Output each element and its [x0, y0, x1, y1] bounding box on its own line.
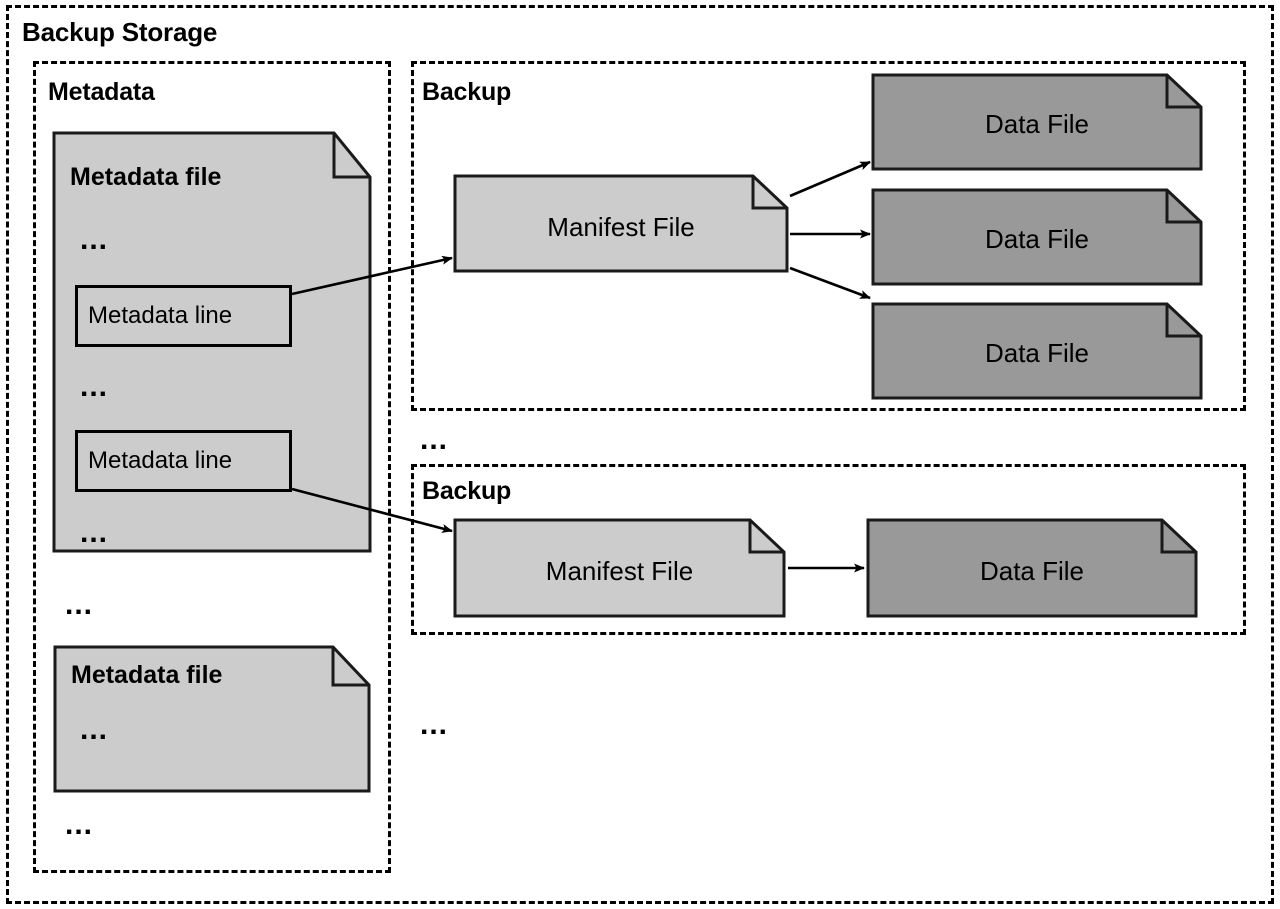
data-file-1-2: Data File	[871, 188, 1203, 286]
backup-storage-container	[6, 5, 1274, 904]
metadata-container	[33, 61, 391, 873]
metadata-section-title: Metadata	[48, 78, 155, 106]
metadata-files-separator-ellipsis: ...	[65, 588, 94, 621]
data-file-1-1: Data File	[871, 73, 1203, 171]
backup-section-2-title: Backup	[422, 477, 512, 505]
manifest-file-1-label: Manifest File	[547, 212, 695, 242]
manifest-file-1: Manifest File	[453, 174, 789, 273]
metadata-line-1[interactable]: Metadata line	[75, 285, 292, 347]
metadata-file-2: Metadata file ...	[53, 645, 371, 793]
data-file-1-1-shape	[871, 73, 1203, 171]
metadata-file-1-ellipsis-1: ...	[80, 223, 109, 256]
metadata-line-2[interactable]: Metadata line	[75, 430, 292, 492]
metadata-trailing-ellipsis: ...	[65, 808, 94, 841]
data-file-1-1-label: Data File	[984, 109, 1090, 139]
backup-section-1-title: Backup	[422, 78, 512, 106]
metadata-file-2-title: Metadata file	[71, 661, 223, 689]
manifest-file-2: Manifest File	[453, 518, 786, 618]
data-file-1-3-label: Data File	[984, 338, 1090, 368]
backup-container-2	[411, 464, 1246, 635]
backup-container-1	[411, 61, 1246, 411]
metadata-file-1-ellipsis-3: ...	[80, 516, 109, 549]
backup-trailing-ellipsis: ...	[420, 708, 449, 741]
metadata-line-2-label: Metadata line	[88, 447, 233, 474]
data-file-2-1: Data File	[866, 518, 1198, 618]
backup-sections-separator-ellipsis: ...	[420, 423, 449, 456]
manifest-file-2-label: Manifest File	[545, 556, 694, 586]
data-file-1-2-label: Data File	[984, 224, 1090, 254]
metadata-line-1-label: Metadata line	[88, 302, 233, 329]
metadata-file-1-title: Metadata file	[70, 163, 222, 191]
data-file-2-1-label: Data File	[979, 556, 1085, 586]
data-file-1-3-shape	[871, 302, 1203, 400]
data-file-1-3: Data File	[871, 302, 1203, 400]
manifest-file-1-shape	[453, 174, 789, 273]
data-file-2-1-shape	[866, 518, 1198, 618]
manifest-file-2-shape	[453, 518, 786, 618]
backup-storage-title: Backup Storage	[22, 17, 218, 47]
metadata-file-2-ellipsis-1: ...	[80, 713, 109, 746]
data-file-1-2-shape	[871, 188, 1203, 286]
metadata-file-2-shape	[53, 645, 371, 793]
metadata-file-1-ellipsis-2: ...	[80, 370, 109, 403]
